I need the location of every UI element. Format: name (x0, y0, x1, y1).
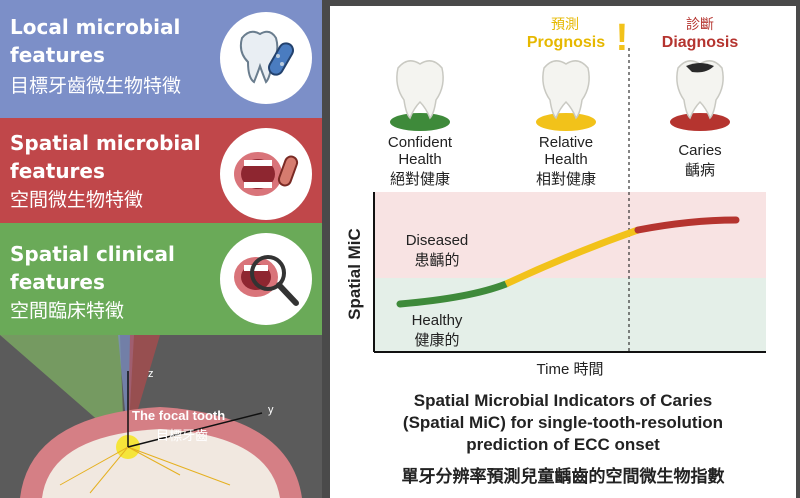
diagnosis-label: Diagnosis (661, 34, 739, 51)
prognosis-exclamation: ! (615, 17, 629, 59)
healthy-cn: 健康的 (414, 332, 460, 349)
healthy-label: Healthy 健康的 (392, 312, 482, 350)
caption: Spatial Microbial Indicators of Caries (… (330, 390, 796, 456)
local-title-2: features (10, 43, 105, 67)
diseased-zone (374, 192, 766, 278)
spatial-microbial-cn: 空間微生物特徵 (10, 189, 144, 211)
diseased-cn: 患齲的 (414, 252, 460, 269)
state-caries-cn: 齲病 (684, 162, 715, 179)
caption-line1: Spatial Microbial Indicators of Caries (413, 391, 713, 410)
state-confident-line2: Health (398, 151, 442, 168)
tooth-bacteria-icon (239, 30, 294, 84)
state-relative-cn: 相對健康 (535, 171, 596, 188)
jaw-illustration (0, 335, 302, 498)
local-title-1: Local microbial (10, 15, 181, 39)
caption-line2: (Spatial MiC) for single-tooth-resolutio… (402, 413, 724, 432)
caption-cn: 單牙分辨率預測兒童齲齒的空間微生物指數 (401, 467, 725, 487)
local-microbial-band: Local microbial features 目標牙齒微生物特徵 (0, 0, 322, 118)
local-cn: 目標牙齒微生物特徵 (10, 75, 182, 97)
x-axis-label: Time 時間 (536, 361, 604, 378)
state-caries: Caries 齲病 (650, 142, 750, 180)
state-relative: Relative Health 相對健康 (516, 134, 616, 189)
tooth-caries-icon (670, 60, 730, 131)
mouth-bacteria-icon (234, 152, 299, 196)
spatial-microbial-title-1: Spatial microbial (10, 131, 201, 155)
y-axis-label: Spatial MiC (345, 228, 364, 320)
state-confident: Confident Health 絕對健康 (370, 134, 470, 189)
spatial-microbial-title-2: features (10, 159, 105, 183)
prognosis-cn: 預測 (551, 16, 579, 32)
left-panel: Local microbial features 目標牙齒微生物特徵 Spati… (0, 0, 322, 498)
state-caries-line1: Caries (678, 142, 722, 159)
progression-chart (373, 48, 766, 353)
curve-caries-segment (634, 216, 740, 234)
spatial-clinical-band: Spatial clinical features 空間臨床特徵 (0, 223, 322, 335)
tooth-relative-icon (536, 60, 596, 131)
diagnosis-cn: 診斷 (686, 16, 714, 32)
curve-transition-segment (504, 226, 640, 288)
caption-line3: prediction of ECC onset (466, 435, 660, 454)
curve-healthy-segment (396, 280, 510, 308)
axis-y-label: y (268, 404, 274, 416)
tooth-bacteria-circle (220, 12, 312, 104)
focal-tooth-label: The focal tooth (132, 408, 226, 423)
right-panel: 預測 Prognosis ! 診斷 Diagnosis Confident He… (330, 6, 796, 498)
focal-tooth-cn: 目標牙齒 (156, 429, 209, 444)
prognosis-label: Prognosis (526, 34, 606, 51)
diseased-en: Diseased (405, 232, 469, 249)
spatial-clinical-cn: 空間臨床特徵 (10, 300, 125, 322)
spatial-clinical-title-1: Spatial clinical (10, 242, 175, 266)
healthy-zone (374, 278, 766, 352)
mouth-magnifier-circle (220, 233, 312, 325)
healthy-en: Healthy (411, 312, 463, 329)
state-confident-line1: Confident (387, 134, 453, 151)
state-relative-line2: Health (544, 151, 588, 168)
tooth-confident-icon (390, 60, 450, 131)
mouth-bacteria-circle (220, 128, 312, 220)
axis-z-label: z (148, 368, 154, 380)
magnifier-mouth-icon (234, 255, 299, 306)
state-confident-cn: 絕對健康 (389, 171, 450, 188)
state-relative-line1: Relative (538, 134, 594, 151)
diseased-label: Diseased 患齲的 (392, 232, 482, 270)
spatial-clinical-title-2: features (10, 270, 105, 294)
spatial-microbial-band: Spatial microbial features 空間微生物特徵 (0, 118, 322, 223)
